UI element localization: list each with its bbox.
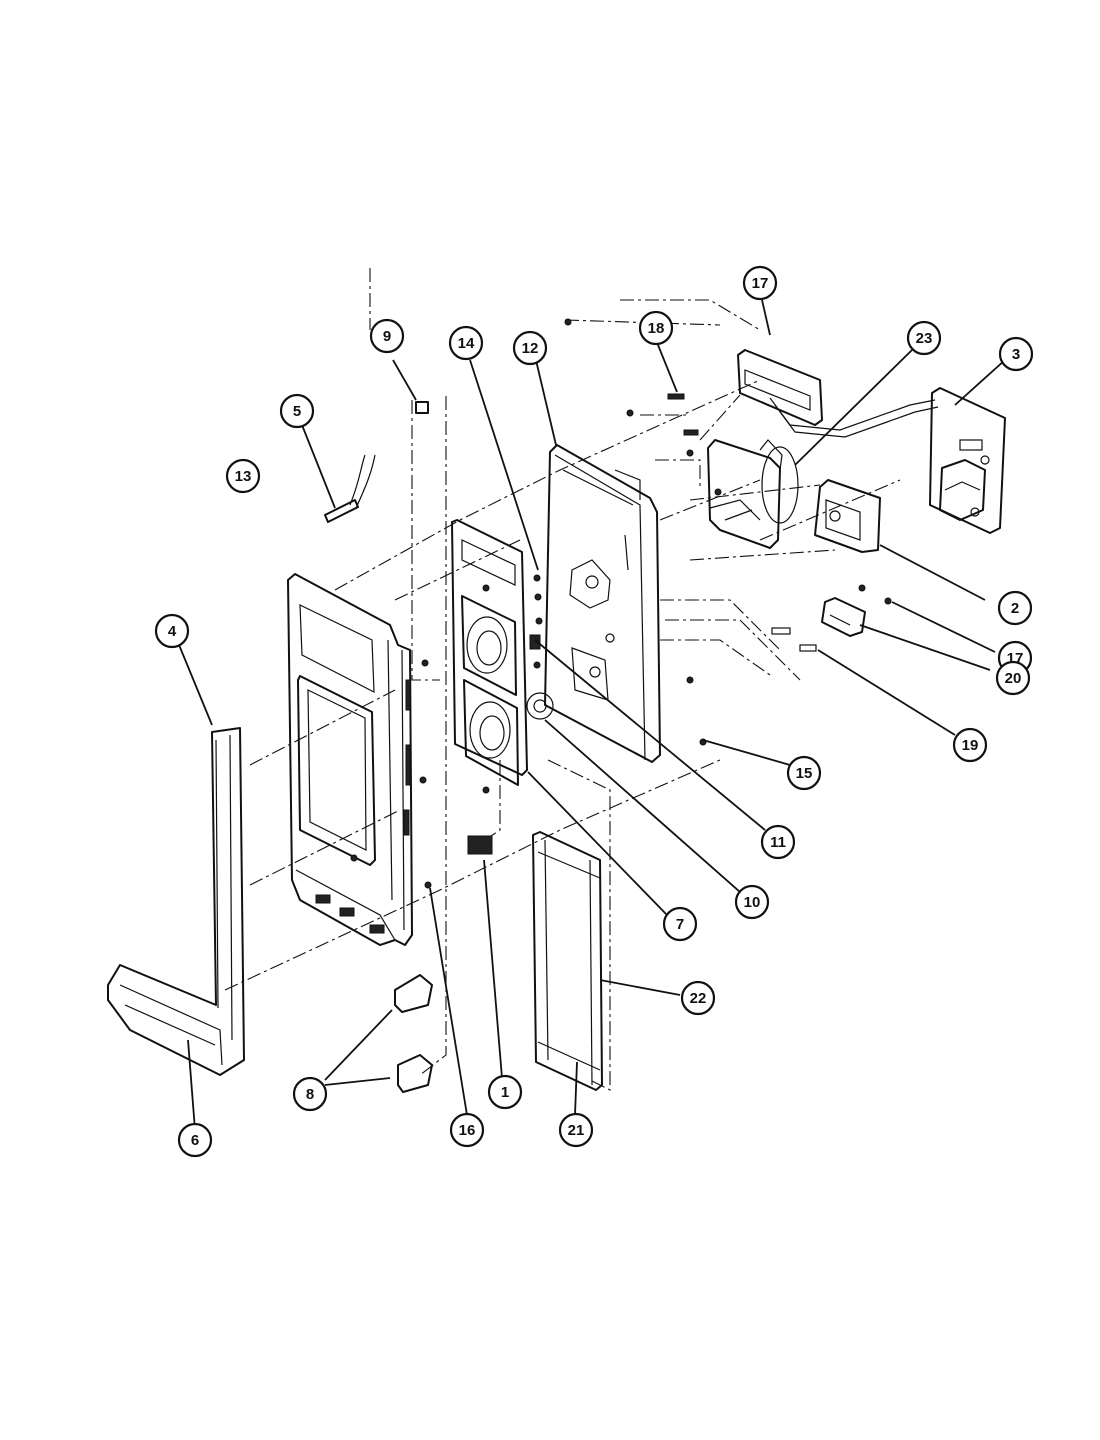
callout-label: 19 (962, 737, 979, 754)
callout-label: 15 (796, 765, 813, 782)
leader-lines (176, 299, 1006, 1131)
switch-part-20 (771, 584, 892, 652)
callout-3: 3 (998, 336, 1034, 372)
callout-1: 1 (487, 1074, 523, 1110)
callout-15: 15 (786, 755, 822, 791)
callout-19: 19 (952, 727, 988, 763)
callout-label: 16 (459, 1122, 476, 1139)
timer-motor-part-23 (707, 439, 799, 549)
callout-label: 13 (235, 468, 252, 485)
trim-strip-part-6 (107, 727, 245, 1076)
callout-label: 11 (770, 834, 786, 851)
callout-9: 9 (369, 318, 405, 354)
callout-13: 13 (225, 458, 261, 494)
callout-16: 16 (449, 1112, 485, 1148)
mounting-bracket-part-12 (526, 318, 707, 763)
callout-2: 2 (997, 590, 1033, 626)
panel-plate-part-7 (451, 519, 528, 855)
control-panel-frame-part-13 (287, 573, 432, 946)
board-bracket-top (737, 349, 939, 438)
callout-23: 23 (906, 320, 942, 356)
callout-label: 7 (676, 916, 684, 933)
callout-label: 23 (916, 330, 933, 347)
callout-20: 20 (995, 660, 1031, 696)
callout-8: 8 (292, 1076, 328, 1112)
callout-label: 20 (1005, 670, 1022, 687)
callout-11: 11 (760, 824, 796, 860)
callout-12: 12 (512, 330, 548, 366)
callout-10: 10 (734, 884, 770, 920)
callout-7: 7 (662, 906, 698, 942)
callout-6: 6 (177, 1122, 213, 1158)
callout-22: 22 (680, 980, 716, 1016)
callout-label: 21 (568, 1122, 585, 1139)
callout-label: 5 (293, 403, 301, 420)
callout-label: 10 (744, 894, 761, 911)
callout-4: 4 (154, 613, 190, 649)
callout-18: 18 (638, 310, 674, 346)
callout-label: 3 (1012, 346, 1020, 363)
callout-label: 6 (191, 1132, 199, 1149)
callout-label: 8 (306, 1086, 314, 1103)
callout-label: 18 (648, 320, 665, 337)
callout-label: 12 (522, 340, 539, 357)
callout-14: 14 (448, 325, 484, 361)
small-parts (324, 401, 433, 1093)
pc-board-part-3 (929, 387, 1006, 534)
callout-21: 21 (558, 1112, 594, 1148)
callout-5: 5 (279, 393, 315, 429)
callout-label: 4 (168, 623, 177, 640)
callout-17-top: 17 (742, 265, 778, 301)
callout-label: 1 (501, 1084, 509, 1101)
window-film-part-22 (532, 831, 603, 1091)
callout-label: 14 (458, 335, 475, 352)
callout-label: 17 (752, 275, 769, 292)
relay-part-2 (814, 479, 881, 553)
callout-label: 22 (690, 990, 707, 1007)
callout-label: 2 (1011, 600, 1019, 617)
callout-label: 9 (383, 328, 391, 345)
